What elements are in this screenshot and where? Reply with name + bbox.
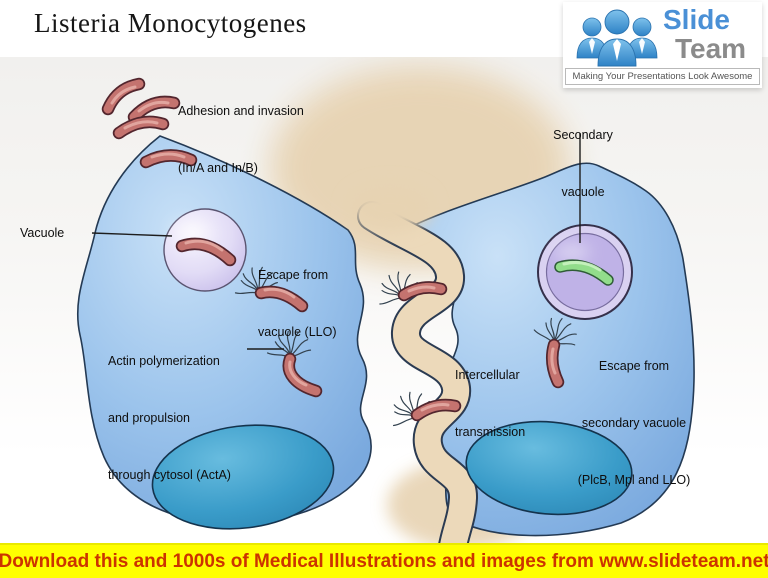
label-escape-vacuole: Escape from vacuole (LLO) bbox=[258, 268, 337, 339]
label-vacuole: Vacuole bbox=[20, 226, 65, 240]
escaped-bacterium bbox=[234, 263, 309, 313]
logo-text-team: Team bbox=[675, 33, 747, 64]
left-cell-nucleus bbox=[151, 424, 335, 530]
spreading-bacterium bbox=[533, 307, 585, 389]
acta-bacterium bbox=[266, 324, 323, 398]
adhering-bacteria bbox=[101, 77, 198, 169]
cell-junction-channel bbox=[348, 184, 478, 543]
download-banner: Download this and 1000s of Medical Illus… bbox=[0, 543, 768, 578]
illustration-area bbox=[0, 57, 768, 543]
listeria-diagram bbox=[76, 66, 695, 543]
logo-text-slide: Slide bbox=[663, 4, 730, 35]
right-cell-nucleus bbox=[465, 420, 633, 516]
vacuole-pointer-line bbox=[91, 232, 173, 237]
label-intercellular: Intercellular transmission bbox=[455, 368, 526, 439]
protrusion-bacterium-upper bbox=[375, 269, 448, 305]
protrusion-bacterium-lower bbox=[386, 388, 462, 427]
label-adhesion: Adhesion and invasion (In/A and In/B) bbox=[178, 104, 304, 175]
left-host-cell bbox=[76, 135, 372, 524]
page-title: Listeria Monocytogenes bbox=[34, 8, 307, 38]
label-escape-secondary: Escape from secondary vacuole (PlcB, Mpl… bbox=[577, 359, 691, 487]
download-banner-text: Download this and 1000s of Medical Illus… bbox=[0, 550, 768, 572]
logo-tagline: Making Your Presentations Look Awesome bbox=[565, 68, 760, 85]
slideteam-people-icon bbox=[576, 9, 658, 67]
vacuole-shape bbox=[163, 208, 247, 292]
slideteam-logo: Slide Team Making Your Presentations Loo… bbox=[563, 2, 762, 88]
label-actin: Actin polymerization and propulsion thro… bbox=[108, 354, 231, 482]
secondary-vacuole-shape bbox=[537, 224, 633, 320]
label-secondary-vacuole: Secondary vacuole bbox=[553, 128, 613, 199]
